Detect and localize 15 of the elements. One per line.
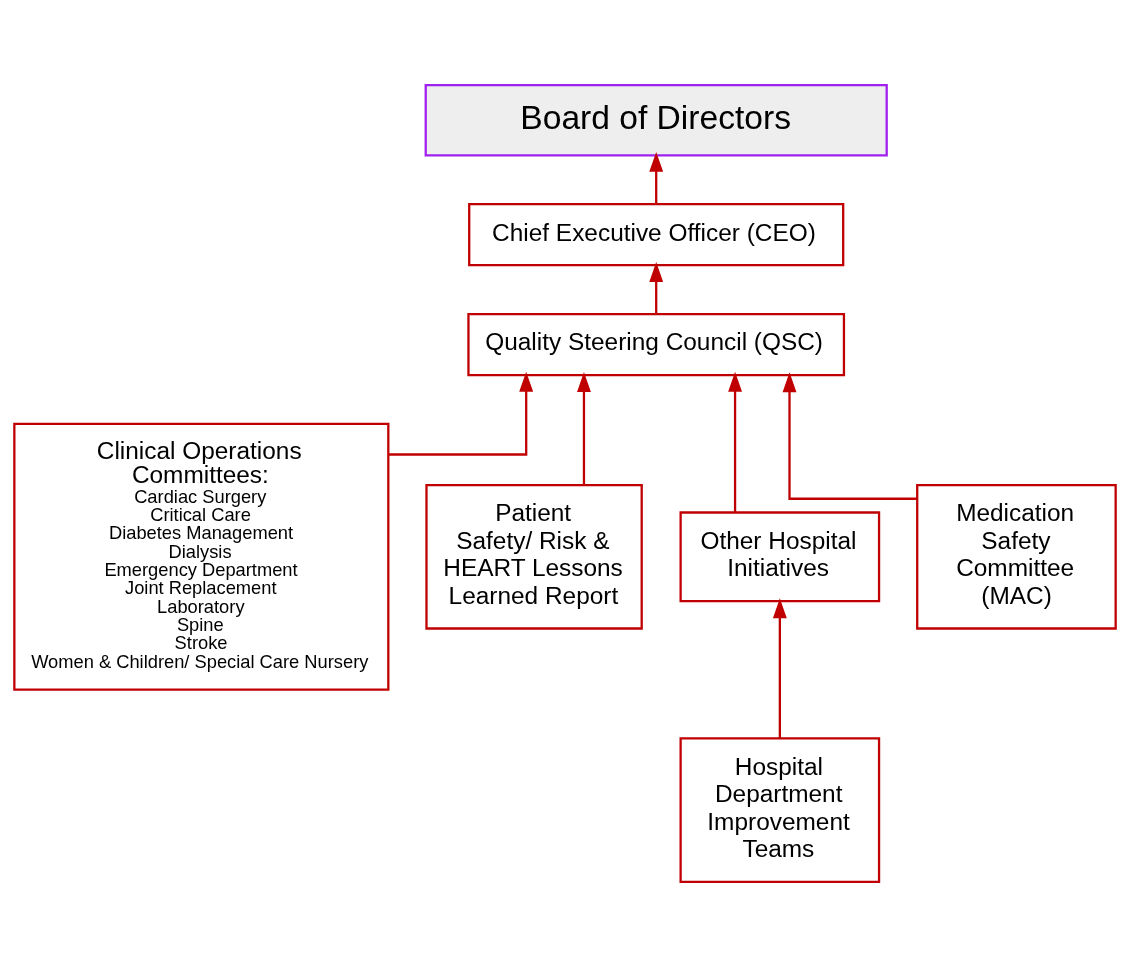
node-box: Board of Directors	[424, 83, 888, 157]
node-box: Medication Safety Committee (MAC)	[916, 483, 1117, 630]
node-box: Quality Steering Council (QSC)	[467, 312, 846, 377]
node-box: Hospital Department Improvement Teams	[679, 737, 881, 884]
arrow	[782, 372, 917, 500]
arrow	[649, 262, 664, 314]
arrow	[728, 371, 743, 513]
node-box: Patient Safety/ Risk & HEART Lessons Learned Report	[425, 483, 643, 630]
arrow	[649, 151, 664, 204]
node-box: Chief Executive Officer (CEO)	[468, 203, 845, 267]
arrow	[388, 371, 534, 456]
node-box: Other Hospital Initiatives	[679, 511, 881, 603]
arrow	[577, 372, 591, 485]
arrow	[772, 598, 787, 739]
node-box: Clinical Operations Committees: Cardiac Surgery Critical Care Diabetes Management Dialysis Emergency Department Joint Replacement Laboratory Spine Stroke Women & Children/ Special Care Nursery	[13, 422, 390, 691]
